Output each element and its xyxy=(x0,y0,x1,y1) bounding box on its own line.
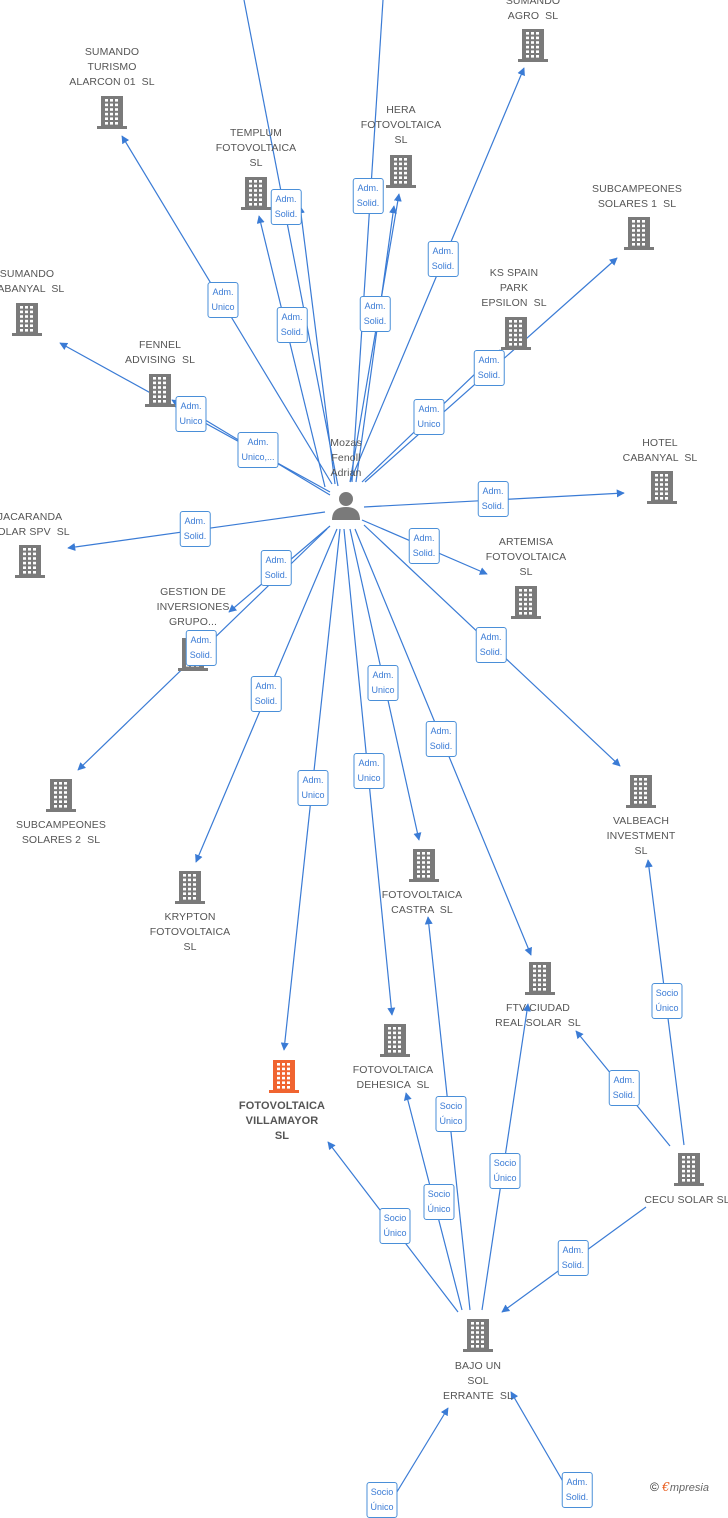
node-label-sumando_agro[interactable]: SUMANDO AGRO SL xyxy=(505,0,561,22)
building-icon-castra[interactable] xyxy=(409,849,439,882)
node-label-ks_spain[interactable]: KS SPAIN PARK EPSILON SL xyxy=(481,267,547,309)
building-icon-cecu[interactable] xyxy=(674,1153,704,1186)
building-icon-dehesica[interactable] xyxy=(380,1024,410,1057)
building-icon-artemisa[interactable] xyxy=(511,586,541,619)
building-icon-fennel[interactable] xyxy=(145,374,175,407)
edge-label-bajo_un_sol-castra[interactable]: Socio Único xyxy=(435,1096,467,1132)
edge-label-person-dehesica[interactable]: Adm. Unico xyxy=(353,753,385,789)
person-icon[interactable] xyxy=(332,492,360,520)
node-label-sumando_cabanyal[interactable]: SUMANDO CABANYAL SL xyxy=(0,268,65,295)
building-icon-sumando_cabanyal[interactable] xyxy=(12,303,42,336)
edge-label-person-hera[interactable]: Adm. Solid. xyxy=(359,296,391,332)
edge-label-offscreen_br-bajo_un_sol[interactable]: Adm. Solid. xyxy=(561,1472,593,1508)
edge-label-person-villamayor[interactable]: Adm. Unico xyxy=(297,770,329,806)
edge-label-person-krypton[interactable]: Adm. Solid. xyxy=(250,676,282,712)
edge-label-cecu-bajo_un_sol[interactable]: Adm. Solid. xyxy=(557,1240,589,1276)
nodes-layer xyxy=(12,29,704,1352)
building-icon-ks_spain[interactable] xyxy=(501,317,531,350)
edge-label-person-hotel_cabanyal[interactable]: Adm. Solid. xyxy=(477,481,509,517)
edge-label-person-valbeach[interactable]: Adm. Solid. xyxy=(475,627,507,663)
node-label-valbeach[interactable]: VALBEACH INVESTMENT SL xyxy=(606,815,676,857)
edge-label-bajo_un_sol-ftv_ciudad[interactable]: Socio Único xyxy=(489,1153,521,1189)
edge-label-person-gestion[interactable]: Adm. Solid. xyxy=(260,550,292,586)
edge-label-person-ftv_ciudad[interactable]: Adm. Solid. xyxy=(425,721,457,757)
edge-line-person-templum xyxy=(296,205,336,485)
edge-label-person-sumando_agro[interactable]: Adm. Solid. xyxy=(427,241,459,277)
node-label-hotel_cabanyal[interactable]: HOTEL CABANYAL SL xyxy=(622,437,698,464)
edge-label-person-sumando_cabanyal[interactable]: Adm. Unico xyxy=(175,396,207,432)
edge-label-offscreen_bl-bajo_un_sol[interactable]: Socio Único xyxy=(366,1482,398,1518)
node-label-dehesica[interactable]: FOTOVOLTAICA DEHESICA SL xyxy=(352,1064,434,1091)
node-label-cecu[interactable]: CECU SOLAR SL xyxy=(644,1194,728,1206)
building-icon-jacaranda[interactable] xyxy=(15,545,45,578)
edge-label-person-ks_spain[interactable]: Adm. Unico xyxy=(413,399,445,435)
node-label-sumando_turismo[interactable]: SUMANDO TURISMO ALARCON 01 SL xyxy=(69,46,155,88)
copyright-notice: © €mpresia xyxy=(650,1480,709,1494)
node-label-fennel[interactable]: FENNEL ADVISING SL xyxy=(124,339,196,366)
node-label-hera[interactable]: HERA FOTOVOLTAICA SL xyxy=(360,104,442,146)
node-label-subcampeones1[interactable]: SUBCAMPEONES SOLARES 1 SL xyxy=(592,183,682,210)
node-label-castra[interactable]: FOTOVOLTAICA CASTRA SL xyxy=(381,889,463,916)
empresia-logo-text: mpresia xyxy=(669,1482,709,1494)
building-icon-subcampeones2[interactable] xyxy=(46,779,76,812)
building-icon-sumando_turismo[interactable] xyxy=(97,96,127,129)
edge-label-person-subcampeones1[interactable]: Adm. Solid. xyxy=(473,350,505,386)
empresia-logo-initial: € xyxy=(662,1480,670,1494)
node-label-artemisa[interactable]: ARTEMISA FOTOVOLTAICA SL xyxy=(485,536,567,578)
edge-label-person-fennel[interactable]: Adm. Unico,... xyxy=(237,432,279,468)
node-label-gestion[interactable]: GESTION DE INVERSIONES GRUPO... xyxy=(156,586,230,628)
edge-line-offscreen xyxy=(243,0,339,487)
building-icon-hotel_cabanyal[interactable] xyxy=(647,471,677,504)
edge-line-offscreen_bl-bajo_un_sol xyxy=(391,1407,449,1500)
edge-label-person-templum[interactable]: Adm. Solid. xyxy=(276,307,308,343)
node-label-templum[interactable]: TEMPLUM FOTOVOLTAICA SL xyxy=(215,127,297,169)
building-icon-krypton[interactable] xyxy=(175,871,205,904)
building-icon-subcampeones1[interactable] xyxy=(624,217,654,250)
copyright-symbol: © xyxy=(650,1480,659,1494)
node-label-bajo_un_sol[interactable]: BAJO UN SOL ERRANTE SL xyxy=(443,1360,513,1402)
offscreen-edges xyxy=(243,0,384,487)
building-icon-valbeach[interactable] xyxy=(626,775,656,808)
edge-label-bajo_un_sol-dehesica[interactable]: Socio Único xyxy=(423,1184,455,1220)
building-icon-bajo_un_sol[interactable] xyxy=(463,1319,493,1352)
edge-line-person-hera xyxy=(349,193,402,483)
building-icon-villamayor[interactable] xyxy=(269,1060,299,1093)
edge-label-person-templum[interactable]: Adm. Solid. xyxy=(270,189,302,225)
node-label-ftv_ciudad[interactable]: FTV CIUDAD REAL SOLAR SL xyxy=(495,1002,581,1029)
node-label-jacaranda[interactable]: JACARANDA SOLAR SPV SL xyxy=(0,511,70,538)
edge-line-offscreen_br-bajo_un_sol xyxy=(510,1391,566,1486)
edge-label-cecu-valbeach[interactable]: Socio Único xyxy=(651,983,683,1019)
building-icon-ftv_ciudad[interactable] xyxy=(525,962,555,995)
edge-line-person-templum xyxy=(256,215,326,488)
building-icon-sumando_agro[interactable] xyxy=(518,29,548,62)
edge-label-person-sumando_turismo[interactable]: Adm. Unico xyxy=(207,282,239,318)
edge-line-person-hera xyxy=(355,205,397,483)
edge-label-person-artemisa[interactable]: Adm. Solid. xyxy=(408,528,440,564)
edge-label-person-castra[interactable]: Adm. Unico xyxy=(367,665,399,701)
building-icon-templum[interactable] xyxy=(241,177,271,210)
edge-label-bajo_un_sol-villamayor[interactable]: Socio Único xyxy=(379,1208,411,1244)
edge-label-person-jacaranda[interactable]: Adm. Solid. xyxy=(179,511,211,547)
edge-label-person-hera[interactable]: Adm. Solid. xyxy=(352,178,384,214)
node-label-krypton[interactable]: KRYPTON FOTOVOLTAICA SL xyxy=(149,911,231,953)
node-label-subcampeones2[interactable]: SUBCAMPEONES SOLARES 2 SL xyxy=(16,819,106,846)
edge-line-offscreen xyxy=(351,0,384,483)
edge-label-cecu-ftv_ciudad[interactable]: Adm. Solid. xyxy=(608,1070,640,1106)
building-icon-hera[interactable] xyxy=(386,155,416,188)
node-label-villamayor[interactable]: FOTOVOLTAICA VILLAMAYOR SL xyxy=(238,1100,326,1142)
node-label-person[interactable]: Mozas Fenoll Adrian xyxy=(330,437,362,479)
edge-label-person-subcampeones2[interactable]: Adm. Solid. xyxy=(185,630,217,666)
